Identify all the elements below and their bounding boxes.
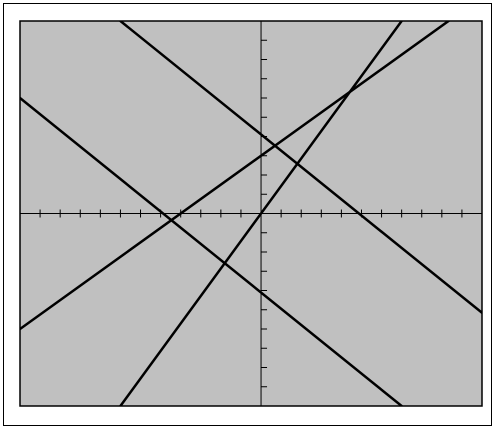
axes-layer (19, 20, 483, 407)
series-line-4 (119, 21, 482, 315)
series-line-3 (20, 96, 403, 406)
outer-border (3, 3, 492, 426)
